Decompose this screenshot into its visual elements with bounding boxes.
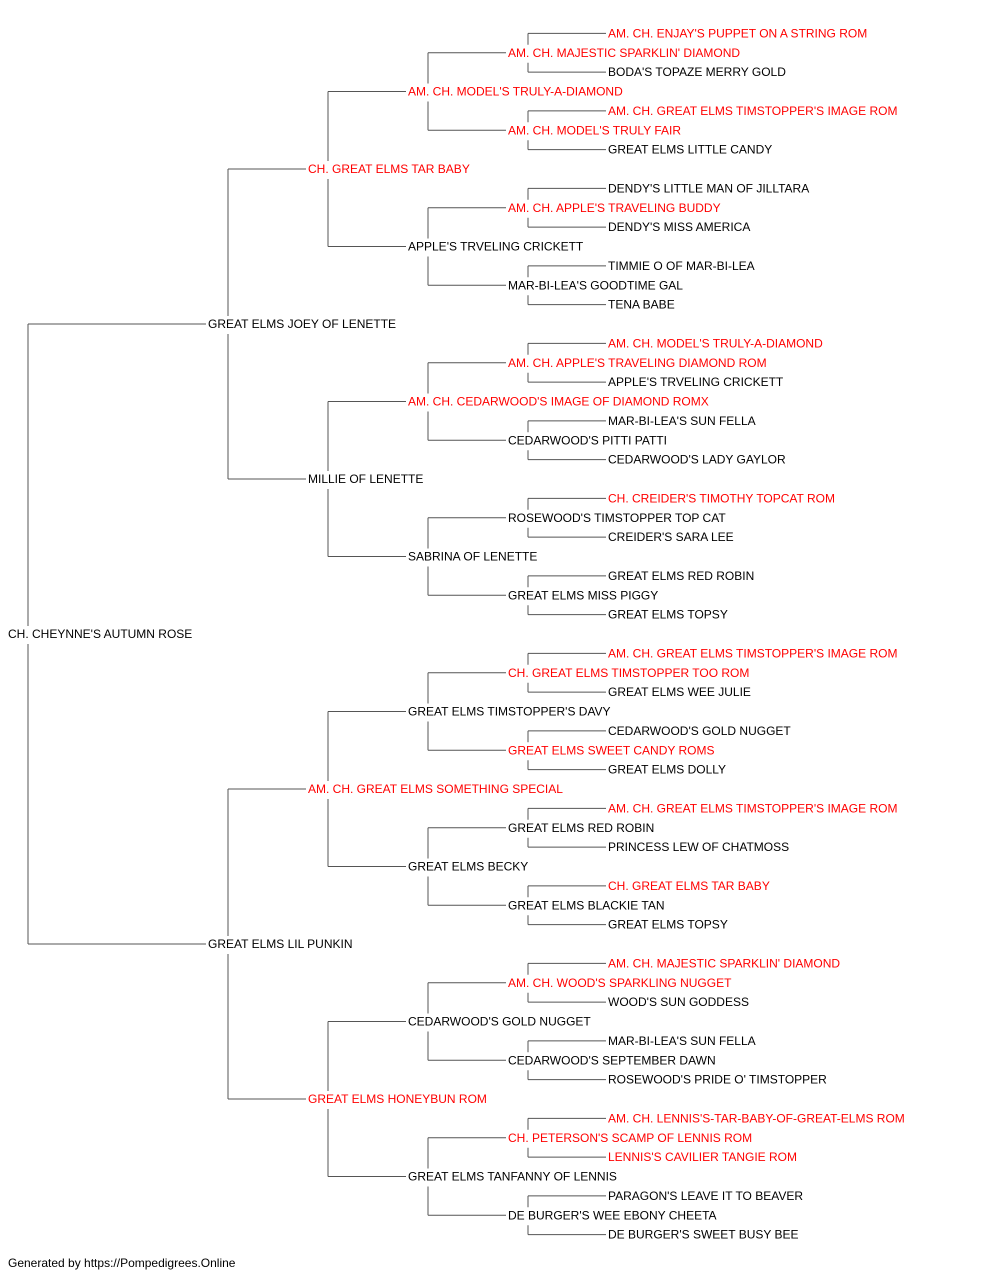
dam-dam-dam-dam-sire-name[interactable]: PARAGON'S LEAVE IT TO BEAVER [608, 1189, 803, 1203]
sire-sire-sire-sire-sire-name[interactable]: AM. CH. ENJAY'S PUPPET ON A STRING ROM [608, 26, 867, 40]
sire-dam-dam-sire-sire-name[interactable]: CH. CREIDER'S TIMOTHY TOPCAT ROM [608, 491, 835, 505]
sire-sire-sire-sire-name[interactable]: AM. CH. MAJESTIC SPARKLIN' DIAMOND [508, 46, 740, 60]
sire-dam-dam-sire-name[interactable]: ROSEWOOD'S TIMSTOPPER TOP CAT [508, 511, 726, 525]
sire-sire-sire-name[interactable]: AM. CH. MODEL'S TRULY-A-DIAMOND [408, 85, 623, 99]
dam-dam-dam-sire-dam-name[interactable]: LENNIS'S CAVILIER TANGIE ROM [608, 1150, 797, 1164]
sire-dam-dam-sire-dam-name[interactable]: CREIDER'S SARA LEE [608, 530, 734, 544]
sire-dam-dam-name[interactable]: SABRINA OF LENETTE [408, 550, 537, 564]
dam-sire-dam-dam-sire-name[interactable]: CH. GREAT ELMS TAR BABY [608, 879, 770, 893]
dam-sire-sire-dam-sire-name[interactable]: CEDARWOOD'S GOLD NUGGET [608, 724, 791, 738]
dam-dam-dam-dam-name[interactable]: DE BURGER'S WEE EBONY CHEETA [508, 1208, 717, 1222]
sire-sire-dam-sire-sire-name[interactable]: DENDY'S LITTLE MAN OF JILLTARA [608, 181, 809, 195]
dam-dam-sire-dam-name[interactable]: CEDARWOOD'S SEPTEMBER DAWN [508, 1053, 716, 1067]
sire-sire-sire-dam-name[interactable]: AM. CH. MODEL'S TRULY FAIR [508, 123, 681, 137]
dam-name[interactable]: GREAT ELMS LIL PUNKIN [208, 937, 353, 951]
sire-dam-dam-dam-dam-name[interactable]: GREAT ELMS TOPSY [608, 608, 728, 622]
dam-sire-sire-sire-dam-name[interactable]: GREAT ELMS WEE JULIE [608, 685, 751, 699]
sire-dam-sire-dam-sire-name[interactable]: MAR-BI-LEA'S SUN FELLA [608, 414, 756, 428]
dog-names: AM. CH. ENJAY'S PUPPET ON A STRING ROM BO… [8, 26, 905, 1241]
dam-dam-sire-dam-sire-name[interactable]: MAR-BI-LEA'S SUN FELLA [608, 1034, 756, 1048]
sire-dam-dam-dam-sire-name[interactable]: GREAT ELMS RED ROBIN [608, 569, 754, 583]
subject-name[interactable]: CH. CHEYNNE'S AUTUMN ROSE [8, 627, 192, 641]
dam-dam-dam-dam-dam-name[interactable]: DE BURGER'S SWEET BUSY BEE [608, 1228, 799, 1242]
dam-dam-sire-sire-name[interactable]: AM. CH. WOOD'S SPARKLING NUGGET [508, 976, 732, 990]
dam-dam-sire-sire-dam-name[interactable]: WOOD'S SUN GODDESS [608, 995, 749, 1009]
dam-sire-name[interactable]: AM. CH. GREAT ELMS SOMETHING SPECIAL [308, 782, 563, 796]
sire-dam-sire-sire-sire-name[interactable]: AM. CH. MODEL'S TRULY-A-DIAMOND [608, 336, 823, 350]
sire-sire-dam-dam-name[interactable]: MAR-BI-LEA'S GOODTIME GAL [508, 278, 683, 292]
dam-dam-sire-name[interactable]: CEDARWOOD'S GOLD NUGGET [408, 1015, 591, 1029]
sire-sire-name[interactable]: CH. GREAT ELMS TAR BABY [308, 162, 470, 176]
sire-sire-sire-sire-dam-name[interactable]: BODA'S TOPAZE MERRY GOLD [608, 65, 786, 79]
dam-sire-dam-dam-dam-name[interactable]: GREAT ELMS TOPSY [608, 918, 728, 932]
dam-sire-dam-sire-sire-name[interactable]: AM. CH. GREAT ELMS TIMSTOPPER'S IMAGE RO… [608, 801, 897, 815]
dam-dam-dam-name[interactable]: GREAT ELMS TANFANNY OF LENNIS [408, 1170, 617, 1184]
dam-dam-name[interactable]: GREAT ELMS HONEYBUN ROM [308, 1092, 487, 1106]
sire-sire-dam-sire-name[interactable]: AM. CH. APPLE'S TRAVELING BUDDY [508, 201, 721, 215]
sire-sire-sire-dam-sire-name[interactable]: AM. CH. GREAT ELMS TIMSTOPPER'S IMAGE RO… [608, 104, 897, 118]
sire-name[interactable]: GREAT ELMS JOEY OF LENETTE [208, 317, 396, 331]
dam-dam-sire-sire-sire-name[interactable]: AM. CH. MAJESTIC SPARKLIN' DIAMOND [608, 956, 840, 970]
sire-dam-sire-dam-dam-name[interactable]: CEDARWOOD'S LADY GAYLOR [608, 453, 786, 467]
sire-sire-dam-name[interactable]: APPLE'S TRVELING CRICKETT [408, 240, 584, 254]
dam-sire-sire-dam-name[interactable]: GREAT ELMS SWEET CANDY ROMS [508, 743, 714, 757]
connector-lines [27, 32, 606, 1236]
sire-sire-dam-dam-sire-name[interactable]: TIMMIE O OF MAR-BI-LEA [608, 259, 755, 273]
sire-dam-sire-sire-name[interactable]: AM. CH. APPLE'S TRAVELING DIAMOND ROM [508, 356, 767, 370]
dam-sire-dam-dam-name[interactable]: GREAT ELMS BLACKIE TAN [508, 898, 665, 912]
dam-sire-dam-name[interactable]: GREAT ELMS BECKY [408, 860, 528, 874]
sire-dam-sire-sire-dam-name[interactable]: APPLE'S TRVELING CRICKETT [608, 375, 784, 389]
sire-sire-dam-dam-dam-name[interactable]: TENA BABE [608, 298, 675, 312]
sire-dam-name[interactable]: MILLIE OF LENETTE [308, 472, 423, 486]
dam-dam-sire-dam-dam-name[interactable]: ROSEWOOD'S PRIDE O' TIMSTOPPER [608, 1073, 827, 1087]
sire-dam-sire-dam-name[interactable]: CEDARWOOD'S PITTI PATTI [508, 433, 667, 447]
dam-dam-dam-sire-name[interactable]: CH. PETERSON'S SCAMP OF LENNIS ROM [508, 1131, 752, 1145]
dam-sire-dam-sire-dam-name[interactable]: PRINCESS LEW OF CHATMOSS [608, 840, 789, 854]
dam-sire-sire-sire-name[interactable]: CH. GREAT ELMS TIMSTOPPER TOO ROM [508, 666, 749, 680]
dam-sire-sire-dam-dam-name[interactable]: GREAT ELMS DOLLY [608, 763, 726, 777]
dam-dam-dam-sire-sire-name[interactable]: AM. CH. LENNIS'S-TAR-BABY-OF-GREAT-ELMS … [608, 1111, 905, 1125]
sire-sire-sire-dam-dam-name[interactable]: GREAT ELMS LITTLE CANDY [608, 143, 772, 157]
dam-sire-dam-sire-name[interactable]: GREAT ELMS RED ROBIN [508, 821, 654, 835]
dam-sire-sire-name[interactable]: GREAT ELMS TIMSTOPPER'S DAVY [408, 705, 611, 719]
sire-dam-dam-dam-name[interactable]: GREAT ELMS MISS PIGGY [508, 588, 658, 602]
dam-sire-sire-sire-sire-name[interactable]: AM. CH. GREAT ELMS TIMSTOPPER'S IMAGE RO… [608, 646, 897, 660]
sire-sire-dam-sire-dam-name[interactable]: DENDY'S MISS AMERICA [608, 220, 750, 234]
generated-by-footer: Generated by https://Pompedigrees.Online [8, 1256, 236, 1270]
sire-dam-sire-name[interactable]: AM. CH. CEDARWOOD'S IMAGE OF DIAMOND ROM… [408, 395, 709, 409]
